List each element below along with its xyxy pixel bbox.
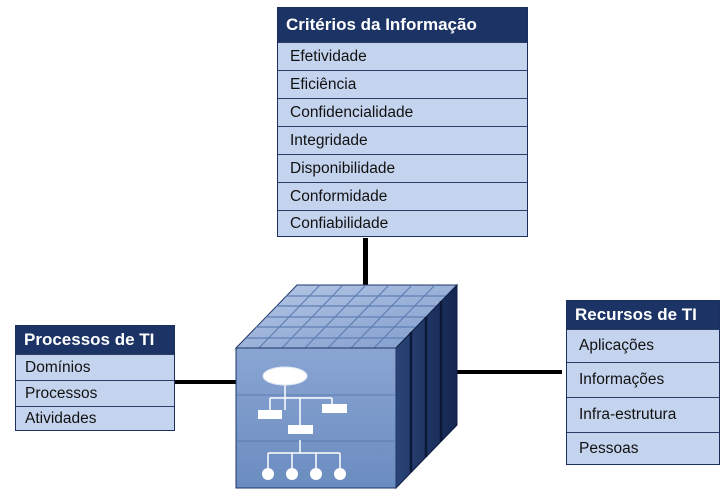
cube-front-bands: [236, 394, 396, 442]
cube-side-stripes: [409, 301, 443, 472]
recursos-item: Informações: [567, 362, 719, 397]
recursos-item: Infra-estrutura: [567, 397, 719, 432]
criterios-item: Eficiência: [278, 70, 527, 98]
recursos-item: Aplicações: [567, 329, 719, 362]
recursos-item: Pessoas: [567, 432, 719, 464]
criterios-item: Confiabilidade: [278, 210, 527, 237]
org-boxes-icon: [258, 404, 347, 434]
recursos-box: Recursos de TI Aplicações Informações In…: [566, 300, 720, 465]
criterios-item: Conformidade: [278, 182, 527, 210]
criterios-item: Efetividade: [278, 42, 527, 70]
processos-item: Processos: [16, 380, 174, 406]
connector-right: [456, 370, 562, 374]
org-oval-icon: [262, 366, 308, 386]
org-circles-icon: [262, 468, 346, 480]
processos-item: Domínios: [16, 354, 174, 380]
connector-top: [363, 238, 368, 288]
criterios-item: Integridade: [278, 126, 527, 154]
recursos-title: Recursos de TI: [567, 301, 719, 329]
criterios-item: Disponibilidade: [278, 154, 527, 182]
org-chart-icon: [267, 385, 341, 470]
criterios-box: Critérios da Informação Efetividade Efic…: [277, 7, 528, 237]
criterios-title: Critérios da Informação: [278, 8, 527, 42]
processos-title: Processos de TI: [16, 326, 174, 354]
processos-item: Atividades: [16, 406, 174, 430]
criterios-item: Confidencialidade: [278, 98, 527, 126]
processos-box: Processos de TI Domínios Processos Ativi…: [15, 325, 175, 431]
cube-top-stripes: [246, 284, 446, 349]
connector-left: [175, 380, 237, 384]
